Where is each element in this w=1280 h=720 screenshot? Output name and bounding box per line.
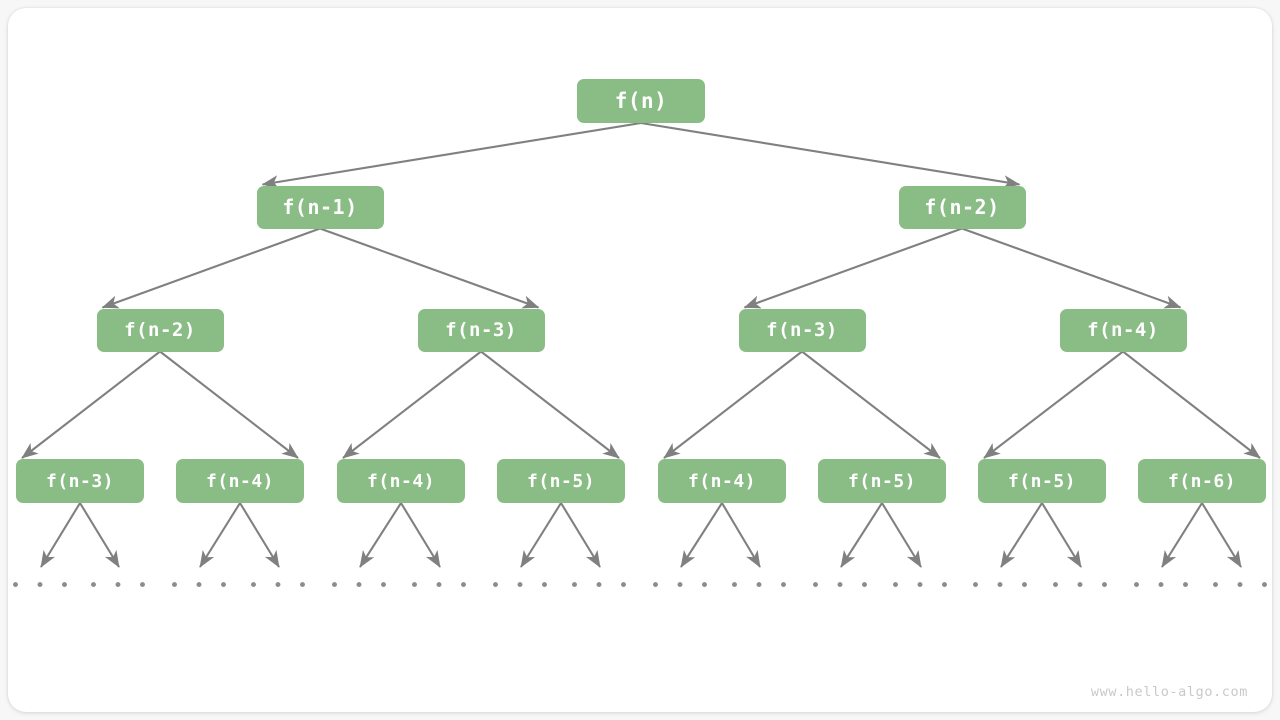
ellipsis-marker: • • • bbox=[1131, 576, 1193, 596]
ellipsis-marker: • • • bbox=[970, 576, 1032, 596]
tree-node: f(n-4) bbox=[658, 459, 786, 503]
tree-node: f(n-3) bbox=[738, 308, 866, 352]
ellipsis-marker: • • • bbox=[810, 576, 872, 596]
tree-node: f(n) bbox=[577, 79, 705, 123]
ellipsis-marker: • • • bbox=[569, 576, 631, 596]
tree-node: f(n-5) bbox=[497, 459, 625, 503]
ellipsis-marker: • • • bbox=[1210, 576, 1272, 596]
ellipsis-marker: • • • bbox=[490, 576, 552, 596]
watermark: www.hello-algo.com bbox=[1090, 684, 1248, 700]
ellipsis-marker: • • • bbox=[650, 576, 712, 596]
tree-node: f(n-2) bbox=[96, 308, 224, 352]
ellipsis-marker: • • • bbox=[729, 576, 791, 596]
ellipsis-marker: • • • bbox=[329, 576, 391, 596]
tree-node: f(n-1) bbox=[256, 185, 384, 229]
tree-node: f(n-4) bbox=[176, 459, 304, 503]
tree-node: f(n-3) bbox=[417, 308, 545, 352]
tree-node: f(n-5) bbox=[818, 459, 946, 503]
tree-node: f(n-4) bbox=[337, 459, 465, 503]
ellipsis-marker: • • • bbox=[890, 576, 952, 596]
ellipsis-marker: • • • bbox=[248, 576, 310, 596]
ellipsis-marker: • • • bbox=[409, 576, 471, 596]
tree-node: f(n-6) bbox=[1138, 459, 1266, 503]
ellipsis-marker: • • • bbox=[88, 576, 150, 596]
tree-node: f(n-3) bbox=[16, 459, 144, 503]
tree-node: f(n-4) bbox=[1059, 308, 1187, 352]
ellipsis-marker: • • • bbox=[169, 576, 231, 596]
ellipsis-marker: • • • bbox=[1050, 576, 1112, 596]
tree-node: f(n-2) bbox=[898, 185, 1026, 229]
ellipsis-marker: • • • bbox=[10, 576, 72, 596]
tree-node: f(n-5) bbox=[978, 459, 1106, 503]
